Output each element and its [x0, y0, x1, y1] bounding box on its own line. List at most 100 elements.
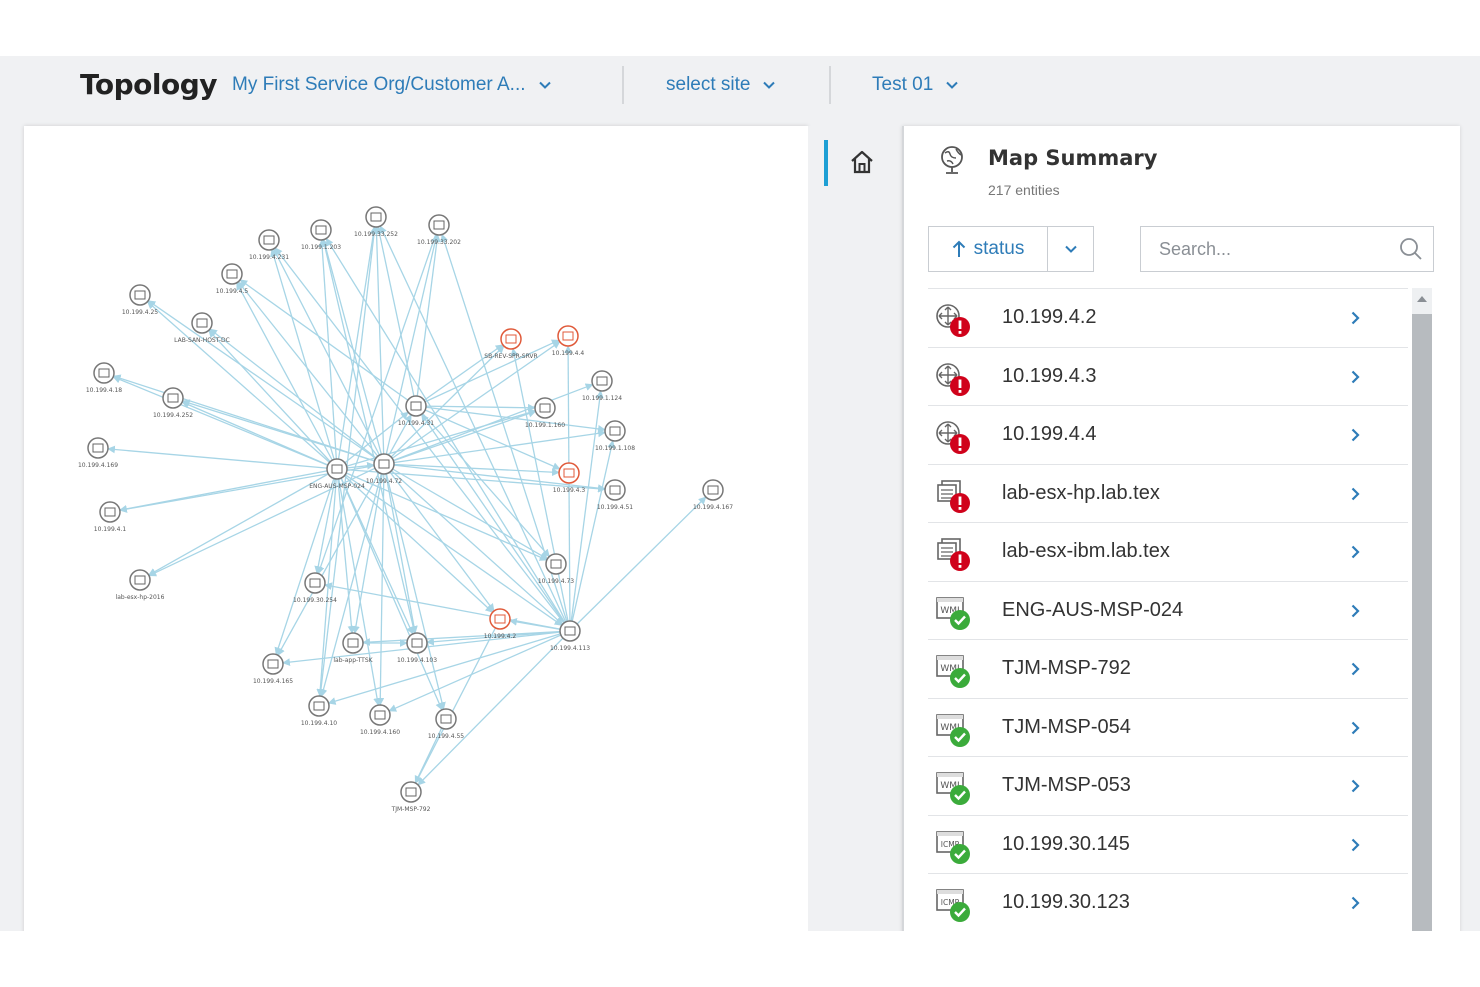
topology-node[interactable]: 10.199.4.2 [484, 608, 517, 640]
topology-edge [376, 463, 385, 706]
chevron-right-icon[interactable] [1348, 311, 1362, 325]
entity-row[interactable]: 10.199.4.4 [928, 406, 1408, 465]
entity-name: 10.199.4.4 [1002, 423, 1097, 446]
chevron-right-icon[interactable] [1348, 779, 1362, 793]
topology-node[interactable]: lab-app-TTSK [333, 632, 374, 664]
device-icon [315, 225, 327, 235]
scrollbar[interactable] [1412, 288, 1432, 931]
org-dropdown[interactable]: My First Service Org/Customer A... [232, 72, 552, 98]
wmi-icon: WMI [936, 655, 970, 688]
topology-edge [316, 224, 440, 575]
map-summary-icon [941, 146, 963, 174]
topology-node[interactable]: LAB-SAN-HOST-DC [174, 312, 230, 344]
topology-node[interactable]: 10.199.1.108 [595, 420, 635, 452]
sort-status-button[interactable]: status [929, 227, 1048, 271]
wmi-icon: WMI [936, 596, 970, 630]
topology-node[interactable]: 10.199.4.160 [360, 704, 400, 736]
sort-dropdown-button[interactable] [1048, 227, 1093, 271]
chevron-right-icon[interactable] [1348, 662, 1362, 676]
topology-node[interactable]: 10.199.1.160 [525, 397, 565, 429]
node-label: 10.199.4.55 [428, 733, 464, 740]
topology-edge [569, 496, 707, 632]
chevron-down-icon [1064, 245, 1077, 253]
node-label: 10.199.33.252 [354, 231, 398, 238]
chevron-right-icon[interactable] [1348, 604, 1362, 618]
topology-node[interactable]: 10.199.4.73 [538, 553, 574, 585]
network-device-icon [936, 421, 970, 454]
chevron-right-icon[interactable] [1348, 428, 1362, 442]
topology-node[interactable]: 10.199.4.231 [249, 229, 289, 261]
topology-edge [112, 375, 338, 470]
site-dropdown[interactable]: select site [666, 72, 776, 98]
topology-node[interactable]: lab-esx-hp-2016 [116, 569, 165, 601]
topology-node[interactable]: 10.199.4.18 [86, 362, 122, 394]
topology-node[interactable]: 10.199.4.165 [253, 653, 293, 685]
chevron-right-icon[interactable] [1348, 721, 1362, 735]
topology-node[interactable]: 10.199.4.25 [122, 284, 158, 316]
topology-node[interactable]: 10.199.4.5 [216, 263, 249, 295]
topology-node[interactable]: 10.199.33.202 [417, 214, 461, 246]
node-label: 10.199.4.72 [366, 478, 402, 485]
chevron-right-icon[interactable] [1348, 545, 1362, 559]
device-icon [596, 376, 608, 386]
topology-node[interactable]: 10.199.1.124 [582, 370, 622, 402]
topology-node[interactable]: TJM-MSP-792 [391, 781, 431, 813]
topology-node[interactable]: 10.199.4.72 [366, 453, 402, 485]
topology-edge [336, 468, 548, 561]
topology-node[interactable]: 10.199.4.3 [553, 462, 586, 494]
topology-node[interactable]: 10.199.4.31 [398, 395, 434, 427]
home-icon[interactable] [848, 148, 876, 176]
node-label: 10.199.4.73 [538, 578, 574, 585]
topology-node[interactable]: 10.199.4.169 [78, 437, 118, 469]
topology-node[interactable]: 10.199.4.10 [301, 695, 337, 727]
device-icon [562, 331, 574, 341]
search-input[interactable] [1157, 228, 1401, 270]
topology-map-canvas[interactable]: 10.199.4.231 10.199.1.203 10.199.33.252 10.… [24, 126, 808, 931]
device-icon [370, 212, 382, 222]
divider [622, 66, 624, 104]
topology-edge [336, 468, 356, 634]
topology-node[interactable]: 10.199.4.167 [693, 479, 733, 511]
topology-node[interactable]: 10.199.4.55 [428, 708, 464, 740]
entity-row[interactable]: 10.199.4.3 [928, 348, 1408, 406]
test-dropdown[interactable]: Test 01 [872, 72, 959, 98]
topology-edge [325, 237, 571, 632]
topology-node[interactable]: 10.199.30.254 [293, 572, 337, 604]
chevron-right-icon[interactable] [1348, 838, 1362, 852]
topology-node[interactable]: 10.199.4.113 [550, 620, 590, 652]
scroll-up-icon[interactable] [1416, 294, 1428, 304]
topology-graph[interactable]: 10.199.4.231 10.199.1.203 10.199.33.252 10.… [24, 126, 808, 931]
topology-edge [383, 429, 606, 465]
entity-row[interactable]: 10.199.4.2 [928, 289, 1408, 348]
topology-node[interactable]: 10.199.4.4 [552, 325, 585, 357]
device-icon [267, 659, 279, 669]
search-box [1140, 226, 1434, 272]
svg-text:ICMP: ICMP [941, 898, 960, 907]
topology-node[interactable]: 10.199.4.51 [597, 479, 633, 511]
topology-node[interactable]: 10.199.33.252 [354, 206, 398, 238]
topology-node[interactable]: 10.199.4.252 [153, 387, 193, 419]
topology-node[interactable]: 10.199.4.1 [94, 501, 127, 533]
chevron-right-icon[interactable] [1348, 487, 1362, 501]
scrollbar-thumb[interactable] [1412, 314, 1432, 931]
entity-row[interactable]: lab-esx-ibm.lab.tex [928, 523, 1408, 582]
chevron-right-icon[interactable] [1348, 370, 1362, 384]
topology-node[interactable]: 10.199.4.103 [397, 632, 437, 664]
node-label: 10.199.4.113 [550, 645, 590, 652]
svg-text:WMI: WMI [940, 664, 959, 674]
topology-edge [415, 405, 561, 470]
topology-node[interactable]: 10.199.1.203 [301, 219, 341, 251]
node-label: 10.199.1.124 [582, 395, 622, 402]
search-icon[interactable] [1399, 237, 1423, 261]
chevron-right-icon[interactable] [1348, 896, 1362, 910]
entity-row[interactable]: lab-esx-hp.lab.tex [928, 465, 1408, 523]
topology-node[interactable]: SB-REV-SPR-SRVR [484, 328, 538, 360]
topology-node[interactable]: ENG-AUS-MSP-024 [309, 458, 365, 490]
topology-edge [383, 383, 594, 465]
